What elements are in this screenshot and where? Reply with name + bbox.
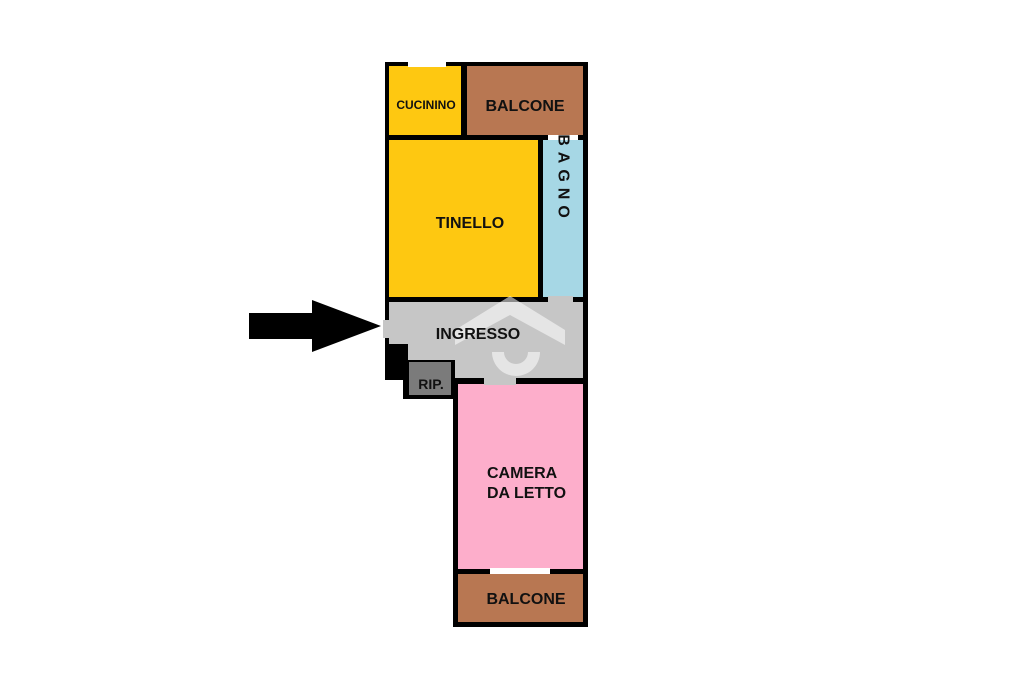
bagno-door-opening [548,296,573,303]
cucinino-label: CUCININO [396,98,455,112]
bagno-window [548,135,578,140]
ripostiglio-label: RIP. [418,376,443,392]
entrance-door-opening [383,320,391,338]
camera-label-line1: CAMERA [487,465,558,482]
house-logo-watermark-icon [455,296,565,376]
tinello-label: TINELLO [436,215,504,232]
balcone-bottom-label: BALCONE [486,591,565,608]
balcone-bottom-room [458,574,583,622]
bagno-room [543,140,583,297]
tinello-room [389,140,538,297]
bagno-label: BAGNO [555,134,572,224]
balcone-top-label: BALCONE [485,98,564,115]
camera-room [458,384,583,569]
ingresso-label: INGRESSO [436,326,520,343]
balcone-bottom-door-opening [490,568,550,574]
balcone-top-room [467,66,583,135]
camera-label-line2: DA LETTO [487,485,566,502]
entrance-arrow-icon [249,300,381,352]
cucinino-window [408,62,446,67]
cucinino-room [389,66,461,135]
ripostiglio-room [409,362,451,395]
camera-door-opening [484,376,516,385]
